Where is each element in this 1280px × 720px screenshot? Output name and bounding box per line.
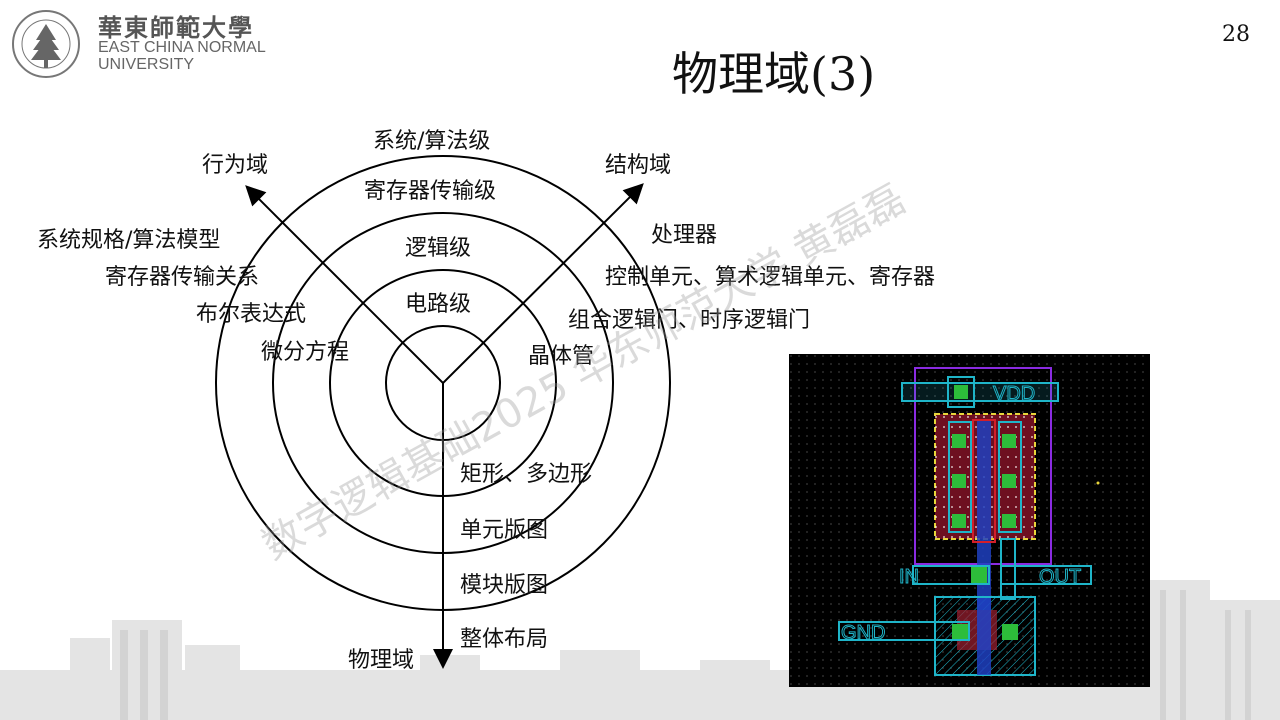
label-out: OUT <box>1039 566 1081 588</box>
slide-title: 物理域(3) <box>672 47 876 101</box>
axis-label-physical: 物理域 <box>348 648 415 673</box>
structure-axis-arrow <box>442 183 644 384</box>
poly-gate <box>977 420 991 650</box>
physical-item: 整体布局 <box>460 627 549 652</box>
university-name-en-line2: UNIVERSITY <box>98 56 195 73</box>
page-number: 28 <box>1222 22 1250 47</box>
university-logo-seal <box>12 10 80 78</box>
gnd-rail <box>838 621 970 641</box>
physical-item: 单元版图 <box>460 518 549 543</box>
behavior-axis-arrow <box>245 185 444 384</box>
level-label-logic: 逻辑级 <box>405 236 472 261</box>
behavior-item: 系统规格/算法模型 <box>37 228 221 253</box>
layout-drawing: VDD IN OUT GND <box>789 354 1150 687</box>
structure-item: 控制单元、算术逻辑单元、寄存器 <box>605 265 936 290</box>
label-gnd: GND <box>841 622 885 644</box>
behavior-item: 布尔表达式 <box>196 302 307 327</box>
behavior-item: 微分方程 <box>261 340 350 365</box>
structure-item: 晶体管 <box>528 344 595 369</box>
inverter-layout-image: VDD IN OUT GND <box>789 354 1150 687</box>
vdd-rail <box>901 382 1059 402</box>
label-in: IN <box>899 566 919 588</box>
level-label-circuit: 电路级 <box>405 292 472 317</box>
physical-item: 模块版图 <box>460 573 549 598</box>
level-label-system: 系统/算法级 <box>373 129 491 154</box>
axis-label-behavior: 行为域 <box>202 153 269 178</box>
university-name-en-line1: EAST CHINA NORMAL <box>98 39 266 56</box>
structure-item: 组合逻辑门、时序逻辑门 <box>568 308 811 333</box>
label-vdd: VDD <box>993 383 1035 405</box>
university-name-cn: 華東師範大學 <box>98 13 254 42</box>
physical-item: 矩形、多边形 <box>460 462 593 487</box>
level-label-rtl: 寄存器传输级 <box>364 179 497 204</box>
structure-item: 处理器 <box>651 223 718 248</box>
output-metal <box>1000 565 1092 585</box>
behavior-item: 寄存器传输关系 <box>105 265 260 290</box>
input-metal <box>912 565 990 585</box>
axis-label-structure: 结构域 <box>605 153 672 178</box>
